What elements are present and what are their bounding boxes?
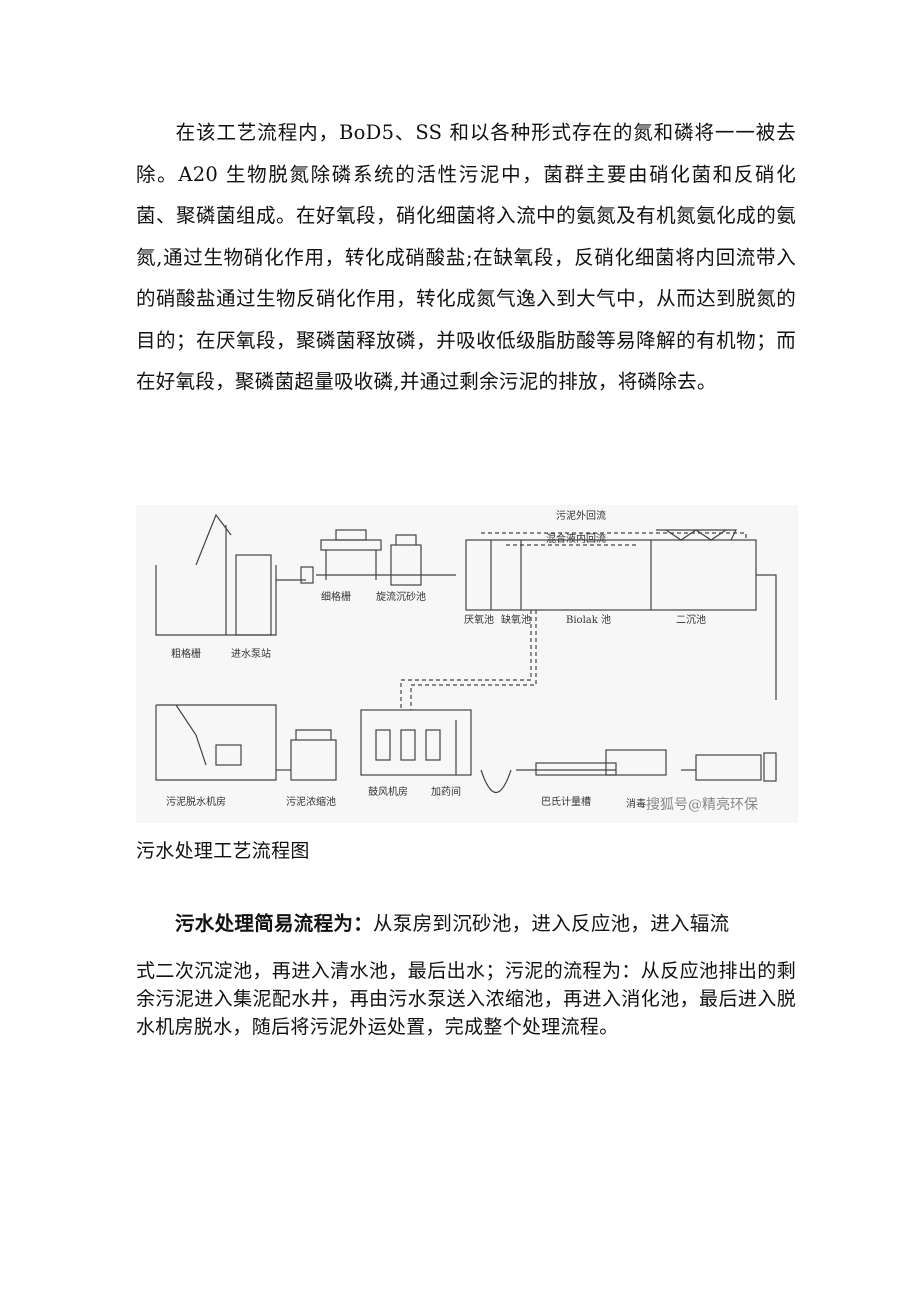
label-anoxic: 缺氧池 bbox=[501, 613, 531, 626]
process-flow-diagram: 污泥外回流 混合液内回流 细格栅 旋流沉砂池 厌氧池 缺氧池 Biolak 池 … bbox=[136, 505, 798, 823]
watermark: 搜狐号@精亮环保 bbox=[646, 796, 758, 813]
label-anaerobic: 厌氧池 bbox=[464, 613, 494, 626]
label-thickener: 污泥浓缩池 bbox=[286, 795, 336, 808]
simple-flow-heading-rest: 从泵房到沉砂池，进入反应池，进入辐流 bbox=[373, 912, 730, 935]
label-parshall: 巴氏计量槽 bbox=[541, 795, 591, 808]
label-coarse-screen: 粗格栅 bbox=[171, 647, 201, 660]
label-vortex-grit: 旋流沉砂池 bbox=[376, 590, 426, 603]
label-blower: 鼓风机房 bbox=[368, 785, 408, 798]
label-dosing: 加药间 bbox=[431, 785, 461, 798]
label-biolak: Biolak 池 bbox=[566, 613, 611, 626]
simple-flow-heading-line: 污水处理简易流程为：从泵房到沉砂池，进入反应池，进入辐流 bbox=[136, 907, 729, 936]
figure-caption: 污水处理工艺流程图 bbox=[136, 840, 310, 862]
label-secondary: 二沉池 bbox=[676, 613, 706, 626]
label-fine-screen: 细格栅 bbox=[321, 590, 351, 603]
label-mixed-internal-return: 混合液内回流 bbox=[546, 532, 606, 545]
label-sludge-external-return: 污泥外回流 bbox=[556, 509, 606, 522]
label-inlet-pump: 进水泵站 bbox=[231, 647, 271, 660]
label-disinfection: 消毒 bbox=[626, 797, 646, 810]
simple-flow-heading: 污水处理简易流程为： bbox=[175, 912, 374, 935]
label-dewatering: 污泥脱水机房 bbox=[166, 795, 226, 808]
body-paragraph-1: 在该工艺流程内，BoD5、SS 和以各种形式存在的氮和磷将一一被去除。A20 生… bbox=[136, 121, 796, 393]
body-paragraph-2: 式二次沉淀池，再进入清水池，最后出水；污泥的流程为：从反应池排出的剩余污泥进入集… bbox=[136, 960, 796, 1038]
